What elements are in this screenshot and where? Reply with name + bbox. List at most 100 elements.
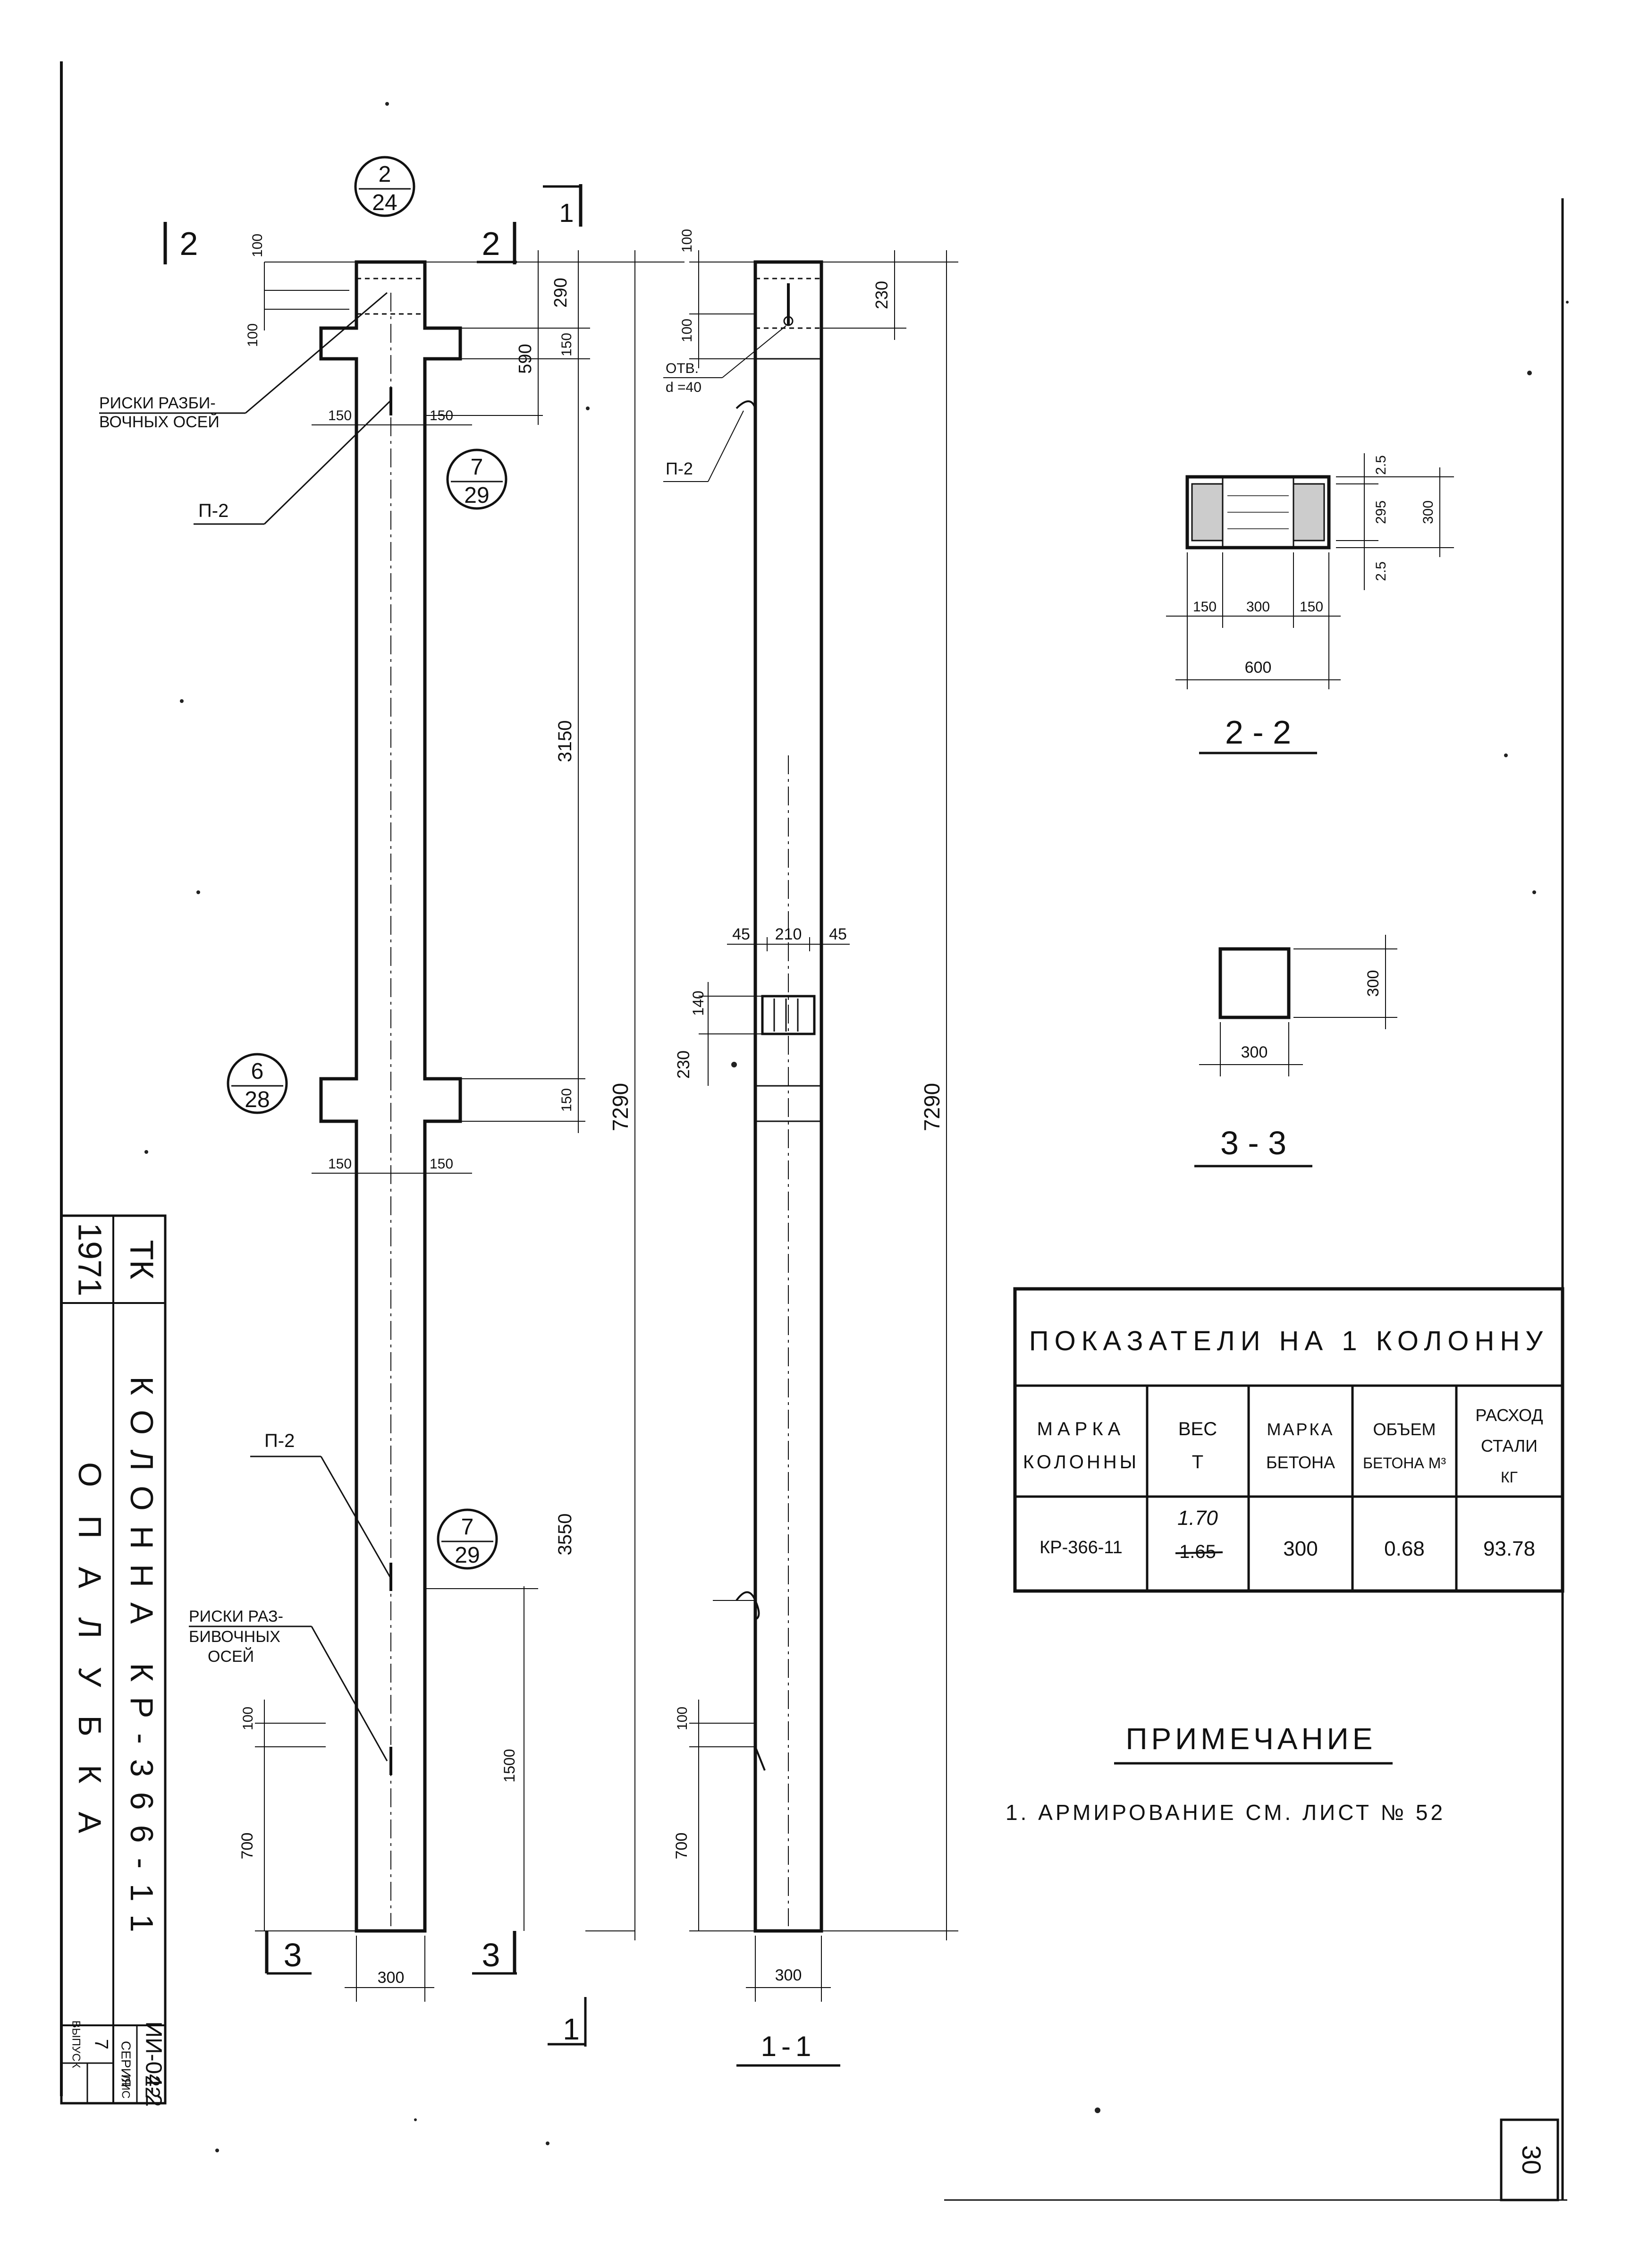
section-2-2: 150 300 150 600 2.5 295 2.5 300 2 - 2	[1166, 453, 1454, 754]
front-view: 2 2 1 3 3 2 24	[99, 156, 685, 2047]
side-view: ОТВ. d =40 П-2 100 100 230 7290	[663, 229, 958, 2067]
cell-steel: 93.78	[1483, 1537, 1535, 1560]
ref-circle-7-29-bottom: 7 29	[437, 1508, 498, 1570]
svg-text:100: 100	[679, 319, 695, 342]
svg-text:28: 28	[245, 1087, 270, 1112]
section-3-3: 300 300 3 - 3	[1194, 935, 1397, 1168]
scan-specks	[144, 102, 1569, 2152]
front-dimensions: 100 100 290 150 590 3150 7290 150 3550 1…	[238, 234, 685, 2002]
svg-text:150: 150	[1300, 599, 1323, 615]
cell-volume: 0.68	[1384, 1537, 1425, 1560]
svg-text:3550: 3550	[555, 1514, 575, 1556]
section-3-3-title: 3 - 3	[1220, 1125, 1286, 1161]
column-outline-front	[319, 260, 462, 1933]
svg-text:150: 150	[1193, 599, 1217, 615]
svg-text:П-2: П-2	[198, 500, 228, 521]
svg-text:3: 3	[284, 1937, 302, 1973]
svg-text:700: 700	[673, 1833, 691, 1860]
svg-text:3: 3	[482, 1937, 500, 1973]
header-volume-2: БЕТОНА М³	[1363, 1455, 1446, 1472]
header-weight-2: Т	[1192, 1452, 1203, 1473]
svg-text:d =40: d =40	[666, 380, 701, 395]
cut-3-left: 3	[265, 1931, 312, 1975]
cell-grade: 300	[1283, 1537, 1318, 1560]
svg-text:2: 2	[180, 225, 198, 262]
header-weight-1: ВЕС	[1178, 1419, 1217, 1439]
svg-text:100: 100	[250, 234, 265, 257]
svg-text:150: 150	[430, 408, 453, 423]
svg-text:45: 45	[829, 925, 847, 943]
header-grade-2: БЕТОНА	[1266, 1453, 1335, 1472]
page-number-box: 30	[1500, 2118, 1559, 2201]
svg-text:29: 29	[455, 1543, 480, 1568]
svg-text:3150: 3150	[555, 720, 575, 762]
svg-text:150: 150	[559, 1088, 575, 1112]
svg-text:РИСКИ РАЗБИ-: РИСКИ РАЗБИ-	[99, 394, 216, 412]
svg-text:7290: 7290	[920, 1083, 944, 1131]
svg-text:150: 150	[559, 333, 575, 356]
label-p2-top: П-2	[194, 400, 391, 525]
stamp-series-label: СЕРИЯ	[119, 2041, 134, 2087]
svg-text:29: 29	[464, 483, 489, 508]
svg-text:600: 600	[1245, 659, 1272, 677]
ref-circle-7-29-top: 7 29	[446, 449, 507, 510]
cell-weight-corrected: 1.70	[1177, 1506, 1218, 1530]
page-number: 30	[1517, 2145, 1546, 2175]
side-stamp: 1971 ТК КОЛОННА КР-366-11 ОПАЛУБКА СЕРИЯ…	[60, 1214, 167, 2107]
svg-text:П-2: П-2	[264, 1430, 295, 1451]
sheet-frame	[60, 61, 1567, 2201]
stamp-sheet-label: ЛИС	[119, 2075, 132, 2099]
svg-text:230: 230	[872, 281, 891, 309]
indicators-table: ПОКАЗАТЕЛИ НА 1 КОЛОННУ МАРКА КОЛОННЫ ВЕ…	[1013, 1287, 1564, 1593]
svg-text:210: 210	[775, 925, 802, 943]
svg-text:ВОЧНЫХ ОСЕЙ: ВОЧНЫХ ОСЕЙ	[99, 413, 220, 431]
svg-text:295: 295	[1373, 500, 1389, 524]
ref-circle-6-28: 6 28	[227, 1053, 288, 1114]
svg-text:100: 100	[679, 229, 695, 253]
label-p2-side: П-2	[663, 410, 744, 482]
svg-text:1: 1	[559, 198, 574, 228]
svg-text:100: 100	[245, 323, 261, 347]
svg-text:140: 140	[690, 990, 707, 1016]
note-title: ПРИМЕЧАНИЕ	[1126, 1722, 1377, 1756]
svg-text:7: 7	[471, 455, 483, 480]
view-label-1-1: 1-1	[736, 2031, 840, 2067]
cut-3-right: 3	[472, 1931, 517, 1975]
stamp-issue-label: ВЫПУСК	[70, 2020, 83, 2068]
svg-text:1-1: 1-1	[761, 2031, 816, 2062]
svg-text:290: 290	[551, 278, 571, 307]
svg-text:300: 300	[378, 1969, 405, 1987]
note-text: 1. АРМИРОВАНИЕ СМ. ЛИСТ № 52	[1006, 1800, 1445, 1825]
cell-mark: КР-366-11	[1039, 1538, 1123, 1557]
header-steel-2: СТАЛИ	[1481, 1436, 1538, 1456]
table-title: ПОКАЗАТЕЛИ НА 1 КОЛОННУ	[1029, 1326, 1548, 1356]
svg-text:1: 1	[563, 2012, 580, 2046]
svg-text:2.5: 2.5	[1373, 455, 1389, 475]
section-2-2-title: 2 - 2	[1225, 714, 1291, 751]
label-axes-bottom: РИСКИ РАЗ- БИВОЧНЫХ ОСЕЙ	[189, 1608, 388, 1761]
cut-1-top: 1	[543, 184, 583, 228]
cut-2-right: 2	[477, 222, 517, 264]
svg-text:2: 2	[379, 162, 391, 187]
header-steel-1: РАСХОД	[1475, 1405, 1543, 1425]
svg-text:700: 700	[238, 1833, 256, 1860]
svg-text:7290: 7290	[608, 1083, 633, 1131]
svg-text:БИВОЧНЫХ: БИВОЧНЫХ	[189, 1628, 280, 1646]
column-outline-side	[753, 260, 823, 1933]
svg-text:100: 100	[240, 1707, 256, 1730]
stamp-sheet: 22	[141, 2075, 164, 2099]
stamp-subtitle: ОПАЛУБКА	[72, 1462, 108, 1862]
stamp-year: 1971	[72, 1223, 109, 1296]
side-dimensions: 100 100 230 7290 45 210 45 140 230	[673, 229, 958, 2002]
svg-text:590: 590	[515, 344, 535, 373]
svg-text:2: 2	[482, 225, 500, 262]
svg-text:300: 300	[1420, 500, 1436, 524]
svg-text:150: 150	[328, 408, 352, 423]
svg-text:45: 45	[732, 925, 750, 943]
header-grade-1: МАРКА	[1267, 1420, 1335, 1439]
svg-text:100: 100	[675, 1707, 690, 1730]
header-mark-1: МАРКА	[1037, 1419, 1125, 1439]
svg-text:РИСКИ РАЗ-: РИСКИ РАЗ-	[189, 1608, 283, 1625]
header-mark-2: КОЛОННЫ	[1023, 1452, 1139, 1473]
